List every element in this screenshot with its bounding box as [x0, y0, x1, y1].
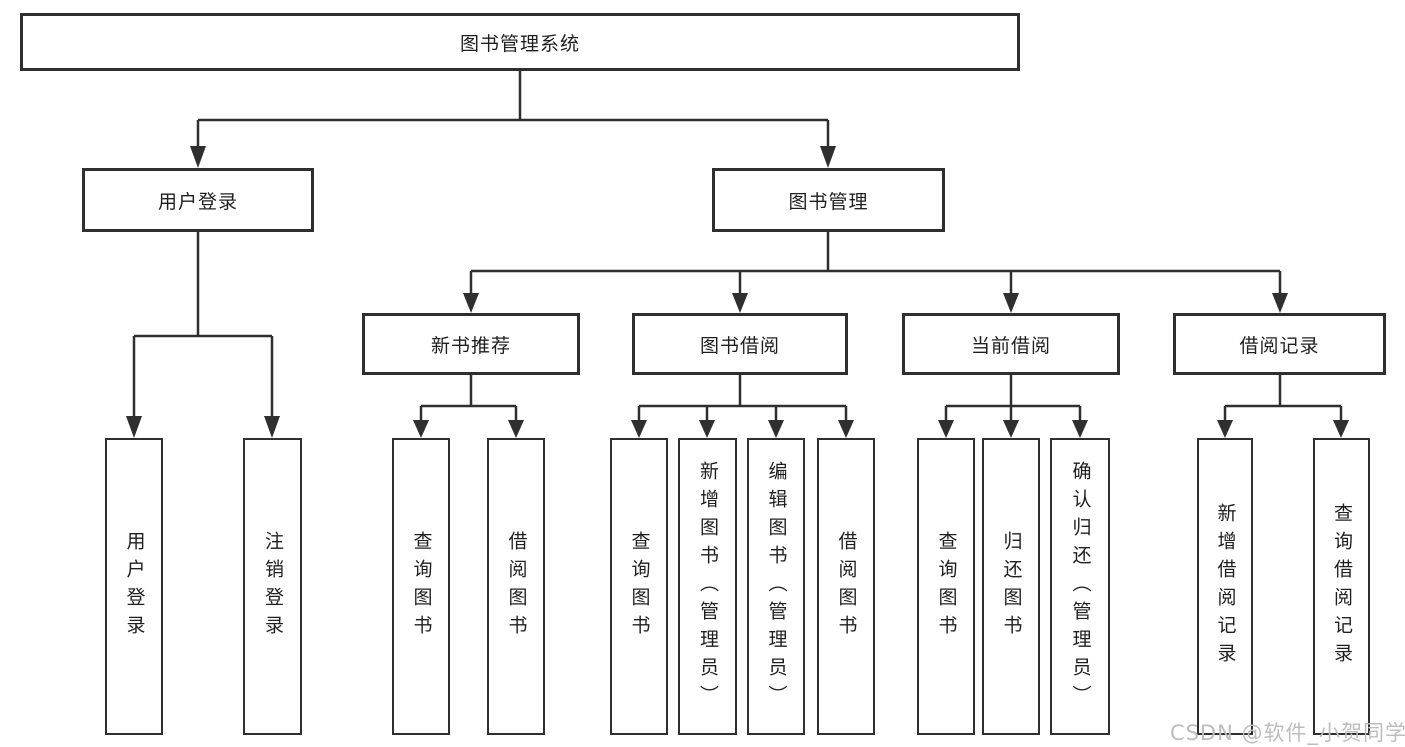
leaf-logout: 注销登录 [243, 438, 302, 735]
leaf-borrow-books-recommend: 借阅图书 [487, 438, 545, 735]
leaf-add-books-admin: 新增图书（管理员） [678, 438, 737, 735]
leaf-query-books-recommend-label: 查询图书 [410, 530, 433, 643]
node-book-management-label: 图书管理 [788, 190, 869, 213]
leaf-user-login: 用户登录 [105, 438, 163, 735]
node-borrow-records: 借阅记录 [1173, 313, 1386, 375]
leaf-query-books-recommend: 查询图书 [392, 438, 450, 735]
leaf-edit-books-admin: 编辑图书（管理员） [747, 438, 805, 735]
leaf-query-borrow-record-label: 查询借阅记录 [1331, 502, 1353, 671]
leaf-query-books-current-label: 查询图书 [935, 530, 958, 643]
leaf-return-books-label: 归还图书 [1000, 530, 1023, 643]
leaf-borrow-books-recommend-label: 借阅图书 [505, 530, 528, 643]
arrowheads [126, 146, 1349, 438]
node-current-borrow-label: 当前借阅 [970, 334, 1051, 357]
leaf-edit-books-admin-label: 编辑图书（管理员） [765, 460, 788, 713]
node-root-label: 图书管理系统 [459, 32, 580, 55]
csdn-watermark: CSDN @软件_小贺同学 [1169, 721, 1405, 745]
leaf-confirm-return-admin: 确认归还（管理员） [1050, 438, 1110, 735]
leaf-return-books: 归还图书 [982, 438, 1040, 735]
node-borrow-records-label: 借阅记录 [1239, 334, 1320, 357]
node-root-system: 图书管理系统 [20, 13, 1020, 71]
leaf-query-borrow-record: 查询借阅记录 [1313, 438, 1370, 735]
node-new-book-recommend: 新书推荐 [362, 313, 580, 375]
leaf-logout-label: 注销登录 [262, 530, 284, 643]
node-book-borrow: 图书借阅 [632, 313, 848, 375]
node-book-management: 图书管理 [712, 168, 945, 232]
node-user-login-label: 用户登录 [157, 190, 238, 213]
node-user-login: 用户登录 [82, 168, 314, 232]
leaf-confirm-return-admin-label: 确认归还（管理员） [1069, 460, 1092, 713]
leaf-query-books-borrow: 查询图书 [610, 438, 668, 735]
leaf-borrow-books: 借阅图书 [817, 438, 875, 735]
node-current-borrow: 当前借阅 [902, 313, 1120, 375]
leaf-add-books-admin-label: 新增图书（管理员） [697, 460, 719, 713]
leaf-add-borrow-record-label: 新增借阅记录 [1214, 502, 1237, 671]
leaf-query-books-current: 查询图书 [917, 438, 975, 735]
leaf-add-borrow-record: 新增借阅记录 [1197, 438, 1253, 735]
leaf-query-books-borrow-label: 查询图书 [628, 530, 651, 643]
node-book-borrow-label: 图书借阅 [699, 334, 780, 357]
leaf-borrow-books-label: 借阅图书 [835, 530, 858, 643]
node-new-book-recommend-label: 新书推荐 [430, 334, 511, 357]
leaf-user-login-label: 用户登录 [123, 530, 146, 643]
